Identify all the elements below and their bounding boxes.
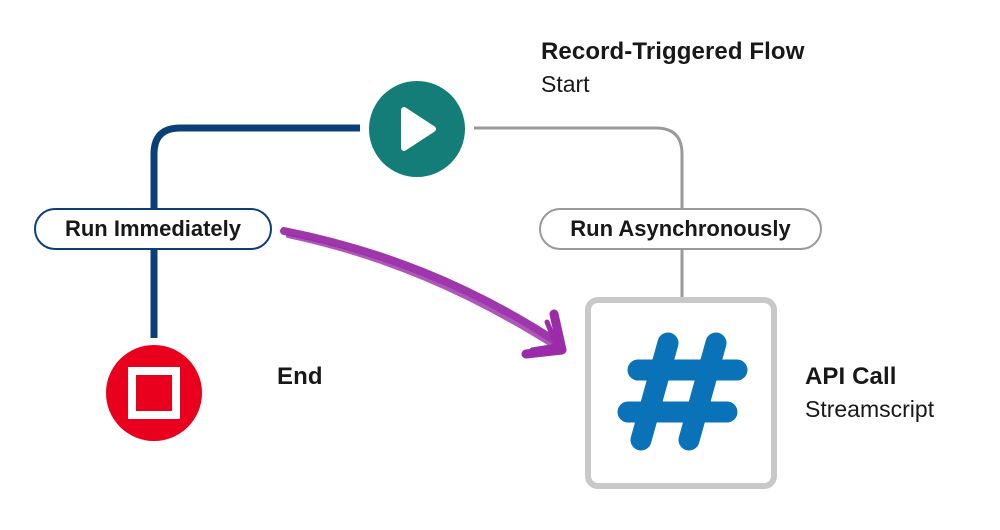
action-node[interactable] [585, 297, 777, 489]
start-node-title: Record-Triggered Flow [541, 38, 805, 65]
branch-pill-run-immediately[interactable]: Run Immediately [34, 208, 272, 250]
branch-pill-run-asynchronously[interactable]: Run Asynchronously [539, 208, 822, 250]
end-node[interactable] [106, 345, 202, 441]
action-node-subtitle: Streamscript [805, 396, 935, 422]
play-icon [401, 107, 436, 151]
start-node-subtitle: Start [541, 71, 590, 97]
connector-run-immediately [150, 124, 360, 338]
connector-run-asynchronously [474, 126, 684, 298]
end-node-title: End [277, 363, 323, 390]
action-node-title: API Call [805, 363, 897, 390]
hand-drawn-arrow [280, 227, 567, 359]
start-node[interactable] [369, 81, 465, 177]
stop-icon [128, 367, 180, 419]
hash-icon [617, 332, 748, 451]
